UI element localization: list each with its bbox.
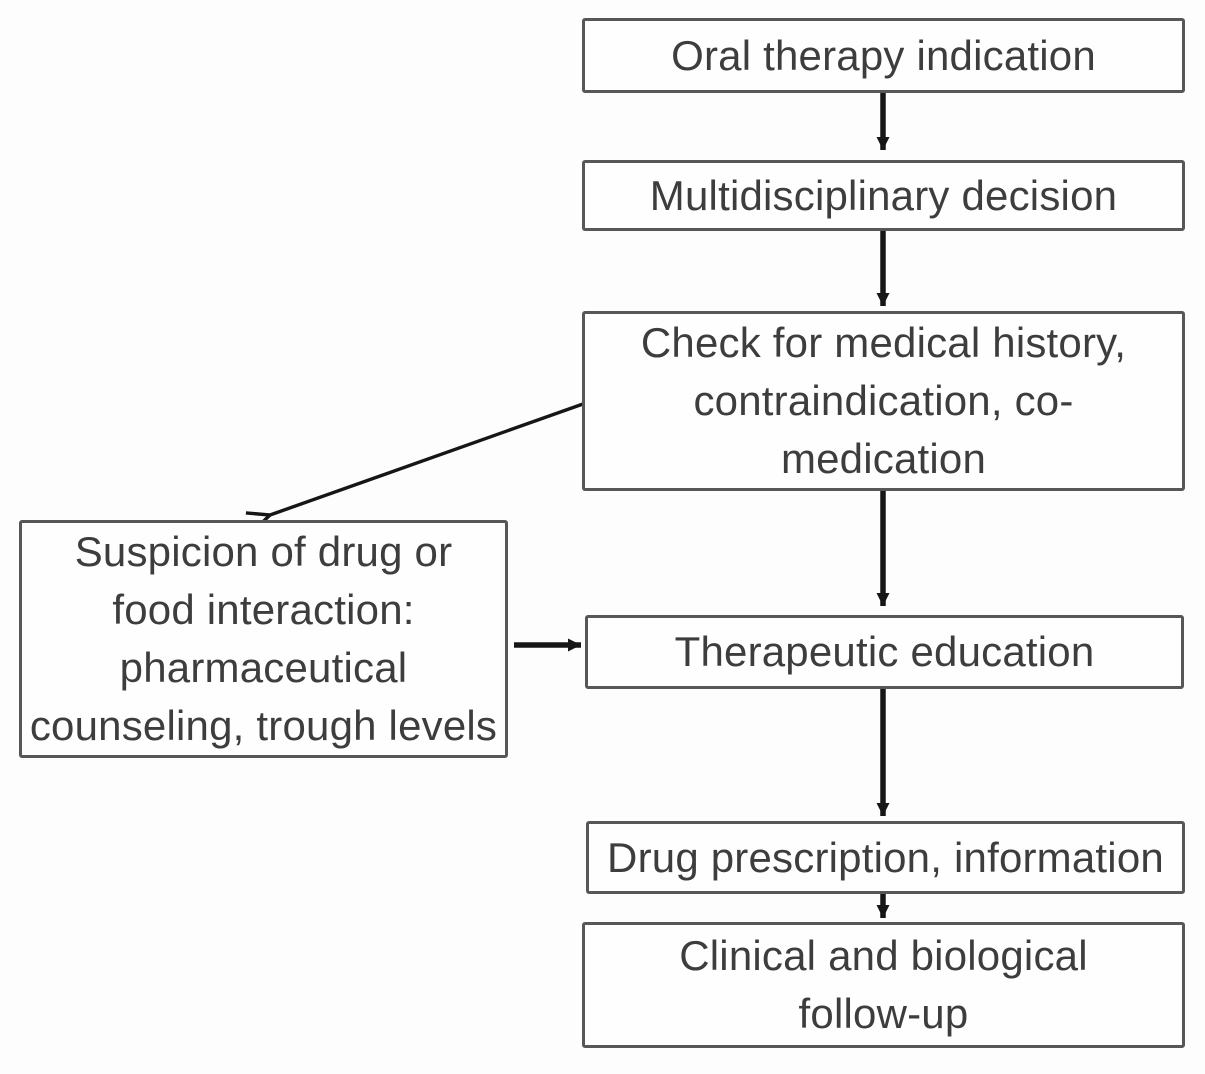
node-label: Therapeutic education — [674, 628, 1095, 675]
node-therapeutic-education: Therapeutic education — [585, 615, 1184, 689]
node-drug-prescription: Drug prescription, information — [586, 821, 1185, 894]
node-label: Drug prescription, information — [607, 833, 1164, 881]
node-oral-therapy-indication: Oral therapy indication — [582, 18, 1185, 93]
node-label: Clinical and biological follow-up — [679, 932, 1088, 1037]
node-label: Multidisciplinary decision — [649, 171, 1118, 219]
node-label: Oral therapy indication — [671, 31, 1096, 79]
node-check-medical-history: Check for medical history, contraindicat… — [582, 311, 1185, 491]
node-multidisciplinary-decision: Multidisciplinary decision — [582, 160, 1185, 231]
node-label: Check for medical history, contraindicat… — [640, 319, 1127, 482]
node-clinical-followup: Clinical and biological follow-up — [582, 922, 1185, 1048]
node-label: Suspicion of drug or food interaction: p… — [29, 528, 498, 749]
edge-check-to-suspicion — [270, 402, 584, 515]
node-suspicion-interaction: Suspicion of drug or food interaction: p… — [19, 520, 508, 758]
